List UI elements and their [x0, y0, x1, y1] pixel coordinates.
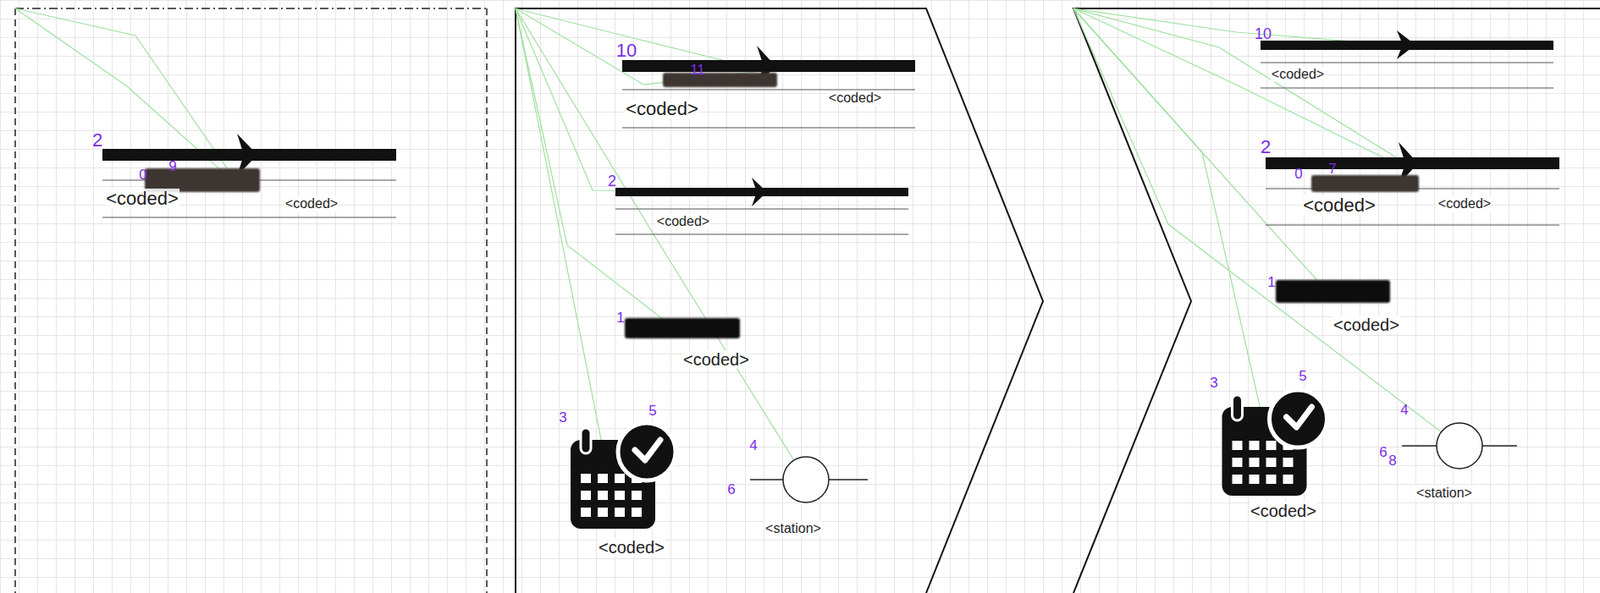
callout-number: 2 [91, 130, 104, 151]
callout-number: 0 [1293, 166, 1303, 183]
callout-number: 10 [1253, 26, 1273, 44]
item-label: <coded> [597, 538, 666, 558]
item-label: <coded> [1437, 196, 1492, 212]
item-label: <coded> [1270, 66, 1325, 83]
item-label: <coded> [624, 99, 700, 120]
item-label: <coded> [682, 350, 751, 370]
callout-number: 6 [726, 482, 736, 499]
item-label: <coded> [1332, 315, 1401, 335]
callout-number: 10 [615, 40, 638, 61]
callout-number: 6 [1378, 445, 1388, 462]
item-label: <coded> [827, 90, 883, 106]
callout-number: 4 [748, 438, 758, 455]
callout-number: 9 [167, 159, 177, 176]
callout-number: 8 [1387, 453, 1397, 470]
callout-number: 11 [689, 62, 707, 79]
item-label: <coded> [284, 196, 339, 212]
callout-number: 5 [1297, 369, 1308, 386]
item-label: <station> [1415, 485, 1474, 502]
item-label: <coded> [1249, 502, 1318, 521]
item-label: <coded> [104, 188, 180, 210]
callout-number: 0 [137, 167, 148, 184]
item-label: <coded> [1302, 195, 1377, 216]
callout-number: 3 [557, 410, 568, 427]
callout-number: 7 [1327, 161, 1337, 178]
callout-number: 2 [1259, 137, 1272, 158]
callout-number: 2 [606, 173, 618, 191]
item-label: <station> [764, 521, 823, 537]
callout-number: 5 [647, 403, 657, 420]
item-label: <coded> [656, 214, 711, 230]
callout-number: 3 [1208, 375, 1219, 392]
callout-number: 4 [1399, 402, 1409, 420]
callout-number: 1 [615, 310, 625, 327]
callout-number: 1 [1266, 275, 1276, 292]
